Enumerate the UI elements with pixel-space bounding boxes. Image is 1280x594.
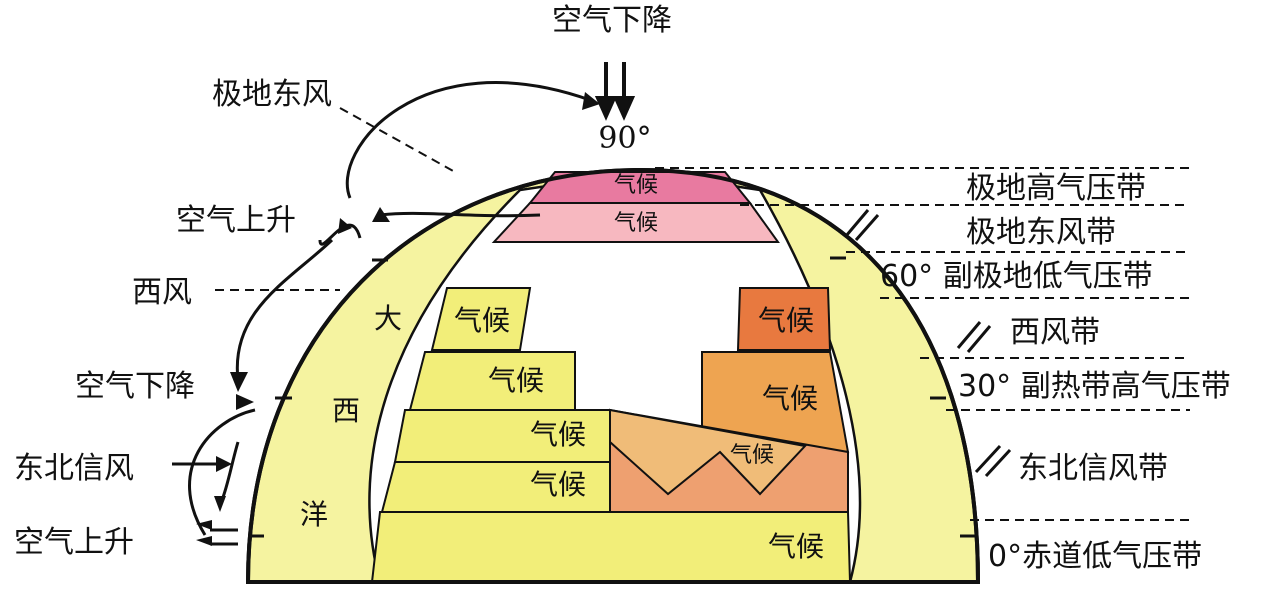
hemisphere-outline [245,167,981,584]
label-subpolar-low: 60° 副极地低气压带 [880,259,1153,294]
label-air-sink-30: 空气下降 [75,369,195,404]
region-subpolar [491,202,780,243]
label-air-rise-60: 空气上升 [176,203,296,238]
region-east-60 [736,287,832,351]
ne-trade-arrow-head [216,456,232,472]
label-equatorial-low: 0°赤道低气压带 [988,539,1202,574]
descending-arrows [594,62,636,121]
label-ne-trade: 东北信风 [14,451,134,486]
label-air-rise-0: 空气上升 [14,525,134,560]
climate-label-subpolar: 气候 [614,211,658,236]
top-label: 空气下降 [552,3,672,38]
climate-label-west-25: 气候 [530,468,586,501]
climate-label-east-45: 气候 [762,382,818,415]
label-westerly: 西风 [132,275,192,310]
label-ne-trade-belt: 东北信风带 [1018,451,1168,486]
region-interior-desert [609,408,807,496]
ocean-char-3: 洋 [300,498,328,531]
circulation-arrows [188,81,591,536]
region-west-60 [430,287,532,351]
pole-degree: 90° [598,121,651,156]
climate-label-equator: 气候 [768,530,824,563]
climate-label-interior: 气候 [730,443,774,468]
climate-label-polar: 气候 [614,173,658,198]
label-polar-easterly: 极地东风 [212,77,332,112]
left-dashed-lines [215,107,456,291]
label-polar-easterly-belt: 极地东风带 [966,215,1116,250]
climate-label-west-35: 气候 [530,418,586,451]
climate-label-east-60: 气候 [758,304,814,337]
ocean-char-1: 大 [374,302,402,335]
arrow-heads [196,92,600,546]
label-polar-high: 极地高气压带 [966,171,1146,206]
label-westerly-belt: 西风带 [1010,315,1100,350]
belt-arrows [844,209,1012,478]
climate-label-west-60: 气候 [454,304,510,337]
label-subtropical-high: 30° 副热带高气压带 [958,369,1231,404]
ocean-char-2: 西 [332,394,360,427]
climate-label-west-45: 气候 [488,364,544,397]
right-dashed-lines [655,167,1190,521]
